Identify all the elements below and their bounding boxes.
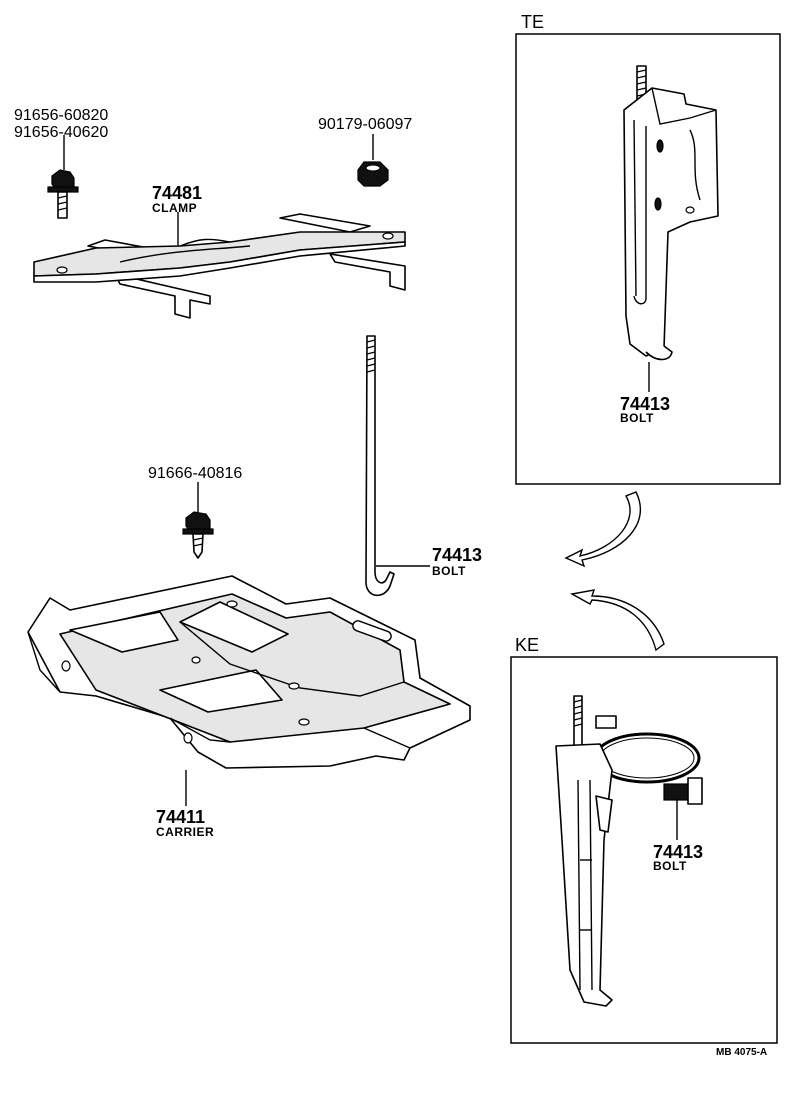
screw-single-pn: 91666-40816 xyxy=(148,465,242,482)
clamp-name: CLAMP xyxy=(152,201,197,215)
inset-ke-title: KE xyxy=(515,635,539,655)
diagram-code: MB 4075-A xyxy=(716,1047,767,1058)
carrier-number: 74411 xyxy=(156,807,205,827)
inset-ke-bolt-name: BOLT xyxy=(653,859,687,873)
inset-te-bolt-number: 74413 xyxy=(620,394,670,414)
carrier-74411 xyxy=(27,575,471,806)
carrier-name: CARRIER xyxy=(156,825,214,839)
inset-te-frame xyxy=(515,33,781,485)
bolt-main-name: BOLT xyxy=(432,564,466,578)
clamp-74481 xyxy=(33,212,406,319)
arrow-main-to-ke xyxy=(569,589,665,652)
inset-te-bolt-name: BOLT xyxy=(620,411,654,425)
clamp-number: 74481 xyxy=(152,183,202,203)
screw-91666 xyxy=(182,482,214,559)
inset-te-bolt-drawing xyxy=(623,65,719,392)
nut-90179 xyxy=(357,134,389,187)
arrow-te-to-main xyxy=(564,491,642,568)
bolt-main-number: 74413 xyxy=(432,545,482,565)
nut-pn: 90179-06097 xyxy=(318,116,412,133)
screw-pn-1: 91656-60820 xyxy=(14,107,108,124)
bolt-74413-main xyxy=(365,335,430,597)
inset-ke-bolt-number: 74413 xyxy=(653,842,703,862)
inset-ke-frame xyxy=(510,656,778,1044)
inset-ke-bolt-drawing xyxy=(555,695,703,1007)
screw-pn-2: 91656-40620 xyxy=(14,124,108,141)
screw-91656 xyxy=(47,135,79,219)
inset-te-title: TE xyxy=(521,12,544,32)
